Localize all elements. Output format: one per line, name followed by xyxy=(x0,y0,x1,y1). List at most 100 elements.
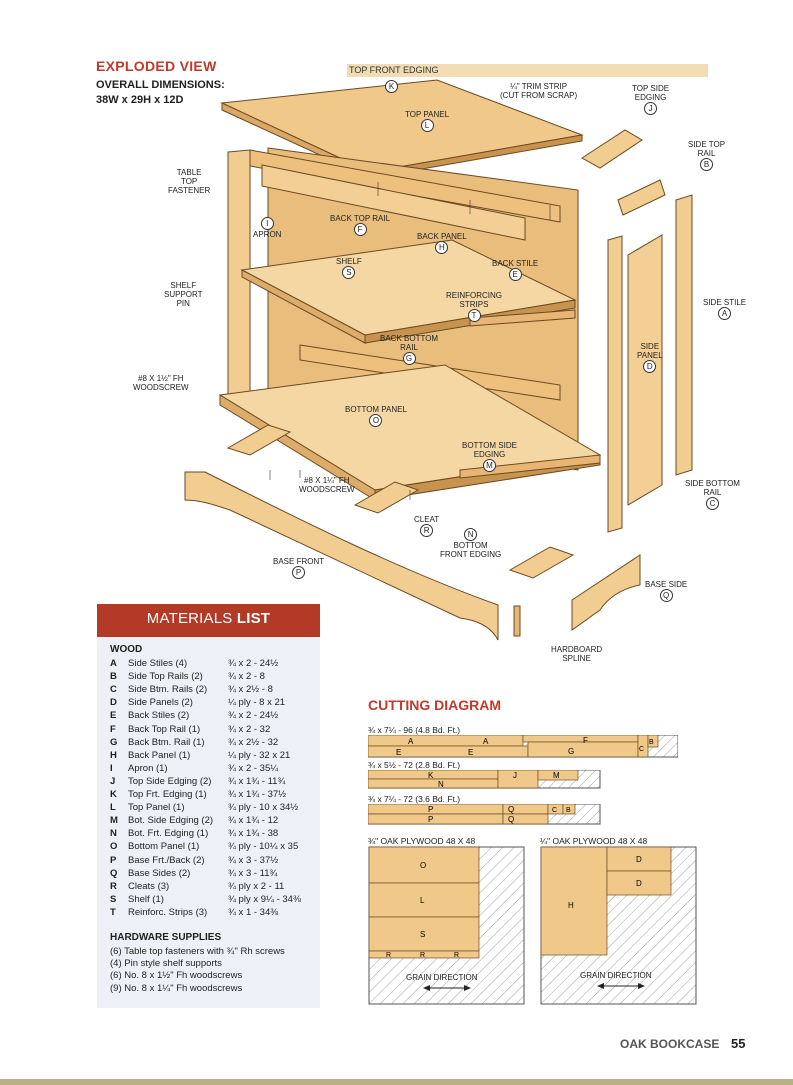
material-letter: R xyxy=(110,880,117,892)
board-1-layout: A A E E G F C B xyxy=(368,735,678,758)
material-letter: N xyxy=(110,828,117,840)
material-letter: O xyxy=(110,841,118,853)
material-letter: E xyxy=(110,710,117,722)
wood-heading: WOOD xyxy=(110,644,143,655)
material-size: ¾ x 2 - 8 xyxy=(228,671,265,683)
p1-o: O xyxy=(420,861,426,870)
board-1-caption: ¾ x 7¼ - 96 (4.8 Bd. Ft.) xyxy=(368,725,461,735)
material-letter: M xyxy=(110,815,118,827)
b1-g: G xyxy=(568,747,574,756)
board-3-caption: ¾ x 7¼ - 72 (3.6 Bd. Ft.) xyxy=(368,794,461,804)
material-letter: F xyxy=(110,723,116,735)
p2-grain-arrow-left xyxy=(597,983,604,989)
board-2-layout: K N J M xyxy=(368,770,601,789)
footer-title: OAK BOOKCASE xyxy=(620,1037,720,1051)
material-name: Back Stiles (2) xyxy=(128,710,190,722)
b1-e2: E xyxy=(468,748,473,757)
material-letter: L xyxy=(110,802,116,814)
part-k-callout: K xyxy=(385,80,398,93)
page-number: 55 xyxy=(731,1036,746,1051)
materials-list-panel xyxy=(97,604,320,1008)
material-row: N Bot. Frt. Edging (1) ¾ x 1¾ - 38 xyxy=(110,827,315,840)
material-size: ¾ x 1¾ - 38 xyxy=(228,828,279,840)
material-name: Bot. Frt. Edging (1) xyxy=(128,828,209,840)
material-name: Side Stiles (4) xyxy=(128,658,188,669)
materials-list-title: MATERIALS LIST xyxy=(146,610,271,627)
material-name: Side Top Rails (2) xyxy=(128,671,203,683)
material-name: Side Panels (2) xyxy=(128,697,193,709)
material-name: Back Top Rail (1) xyxy=(128,723,201,735)
materials-list-header xyxy=(97,604,320,637)
material-size: ¾ ply - 10 x 34½ xyxy=(228,802,299,814)
bottom-edge-bar xyxy=(0,1079,793,1085)
material-letter: B xyxy=(110,671,117,683)
material-letter: P xyxy=(110,854,117,866)
b2-j: J xyxy=(513,771,517,780)
woodscrew-1-25-label: #8 x 1¼" FhWOODSCREW xyxy=(299,476,355,494)
p2-h: H xyxy=(568,901,574,910)
material-row: B Side Top Rails (2) ¾ x 2 - 8 xyxy=(110,670,315,683)
b1-b: B xyxy=(649,739,654,746)
overall-dimensions: OVERALL DIMENSIONS: 38W x 29H x 12D xyxy=(96,78,225,108)
top-front-edging-label: TOP FRONT EDGING xyxy=(347,64,708,77)
woodscrew-1-5-label: #8 x 1½" FhWOODSCREW xyxy=(133,374,189,392)
p2-grain-arrow-right xyxy=(638,983,645,989)
material-size: ¾ x 2 - 32 xyxy=(228,723,271,735)
p1-grain-arrow-right xyxy=(464,985,471,991)
p1-r3: R xyxy=(454,952,459,959)
material-size: ¾ ply - 10¼ x 35 xyxy=(228,841,299,853)
material-name: Back Btm. Rail (1) xyxy=(128,736,205,748)
material-letter: T xyxy=(110,906,116,918)
material-name: Base Frt./Back (2) xyxy=(128,854,205,866)
dimensions-heading: OVERALL DIMENSIONS: xyxy=(96,79,225,91)
b1-f: F xyxy=(583,736,588,745)
material-letter: G xyxy=(110,736,118,748)
material-name: Apron (1) xyxy=(128,762,168,774)
b3-p1: P xyxy=(428,805,433,814)
dimensions-value: 38W x 29H x 12D xyxy=(96,94,184,106)
b2-m: M xyxy=(553,771,560,780)
material-row: F Back Top Rail (1) ¾ x 2 - 32 xyxy=(110,723,315,736)
b1-a2: A xyxy=(483,737,489,746)
material-letter: C xyxy=(110,684,117,696)
material-name: Top Side Edging (2) xyxy=(128,775,212,787)
material-size: ¾ x 1 - 34⅜ xyxy=(228,906,279,918)
material-letter: H xyxy=(110,749,117,761)
material-name: Base Sides (2) xyxy=(128,867,191,879)
plywood-3-4-layout: O L S R R R GRAIN DIRECTION xyxy=(368,846,525,1005)
material-size: ¼ ply - 8 x 21 xyxy=(228,697,286,709)
hardware-item: (4) Pin style shelf supports xyxy=(110,958,222,970)
b1-c: C xyxy=(639,746,644,753)
material-size: ¼ ply - 32 x 21 xyxy=(228,749,291,761)
plywood-1-4-layout: H D D GRAIN DIRECTION xyxy=(540,846,697,1005)
